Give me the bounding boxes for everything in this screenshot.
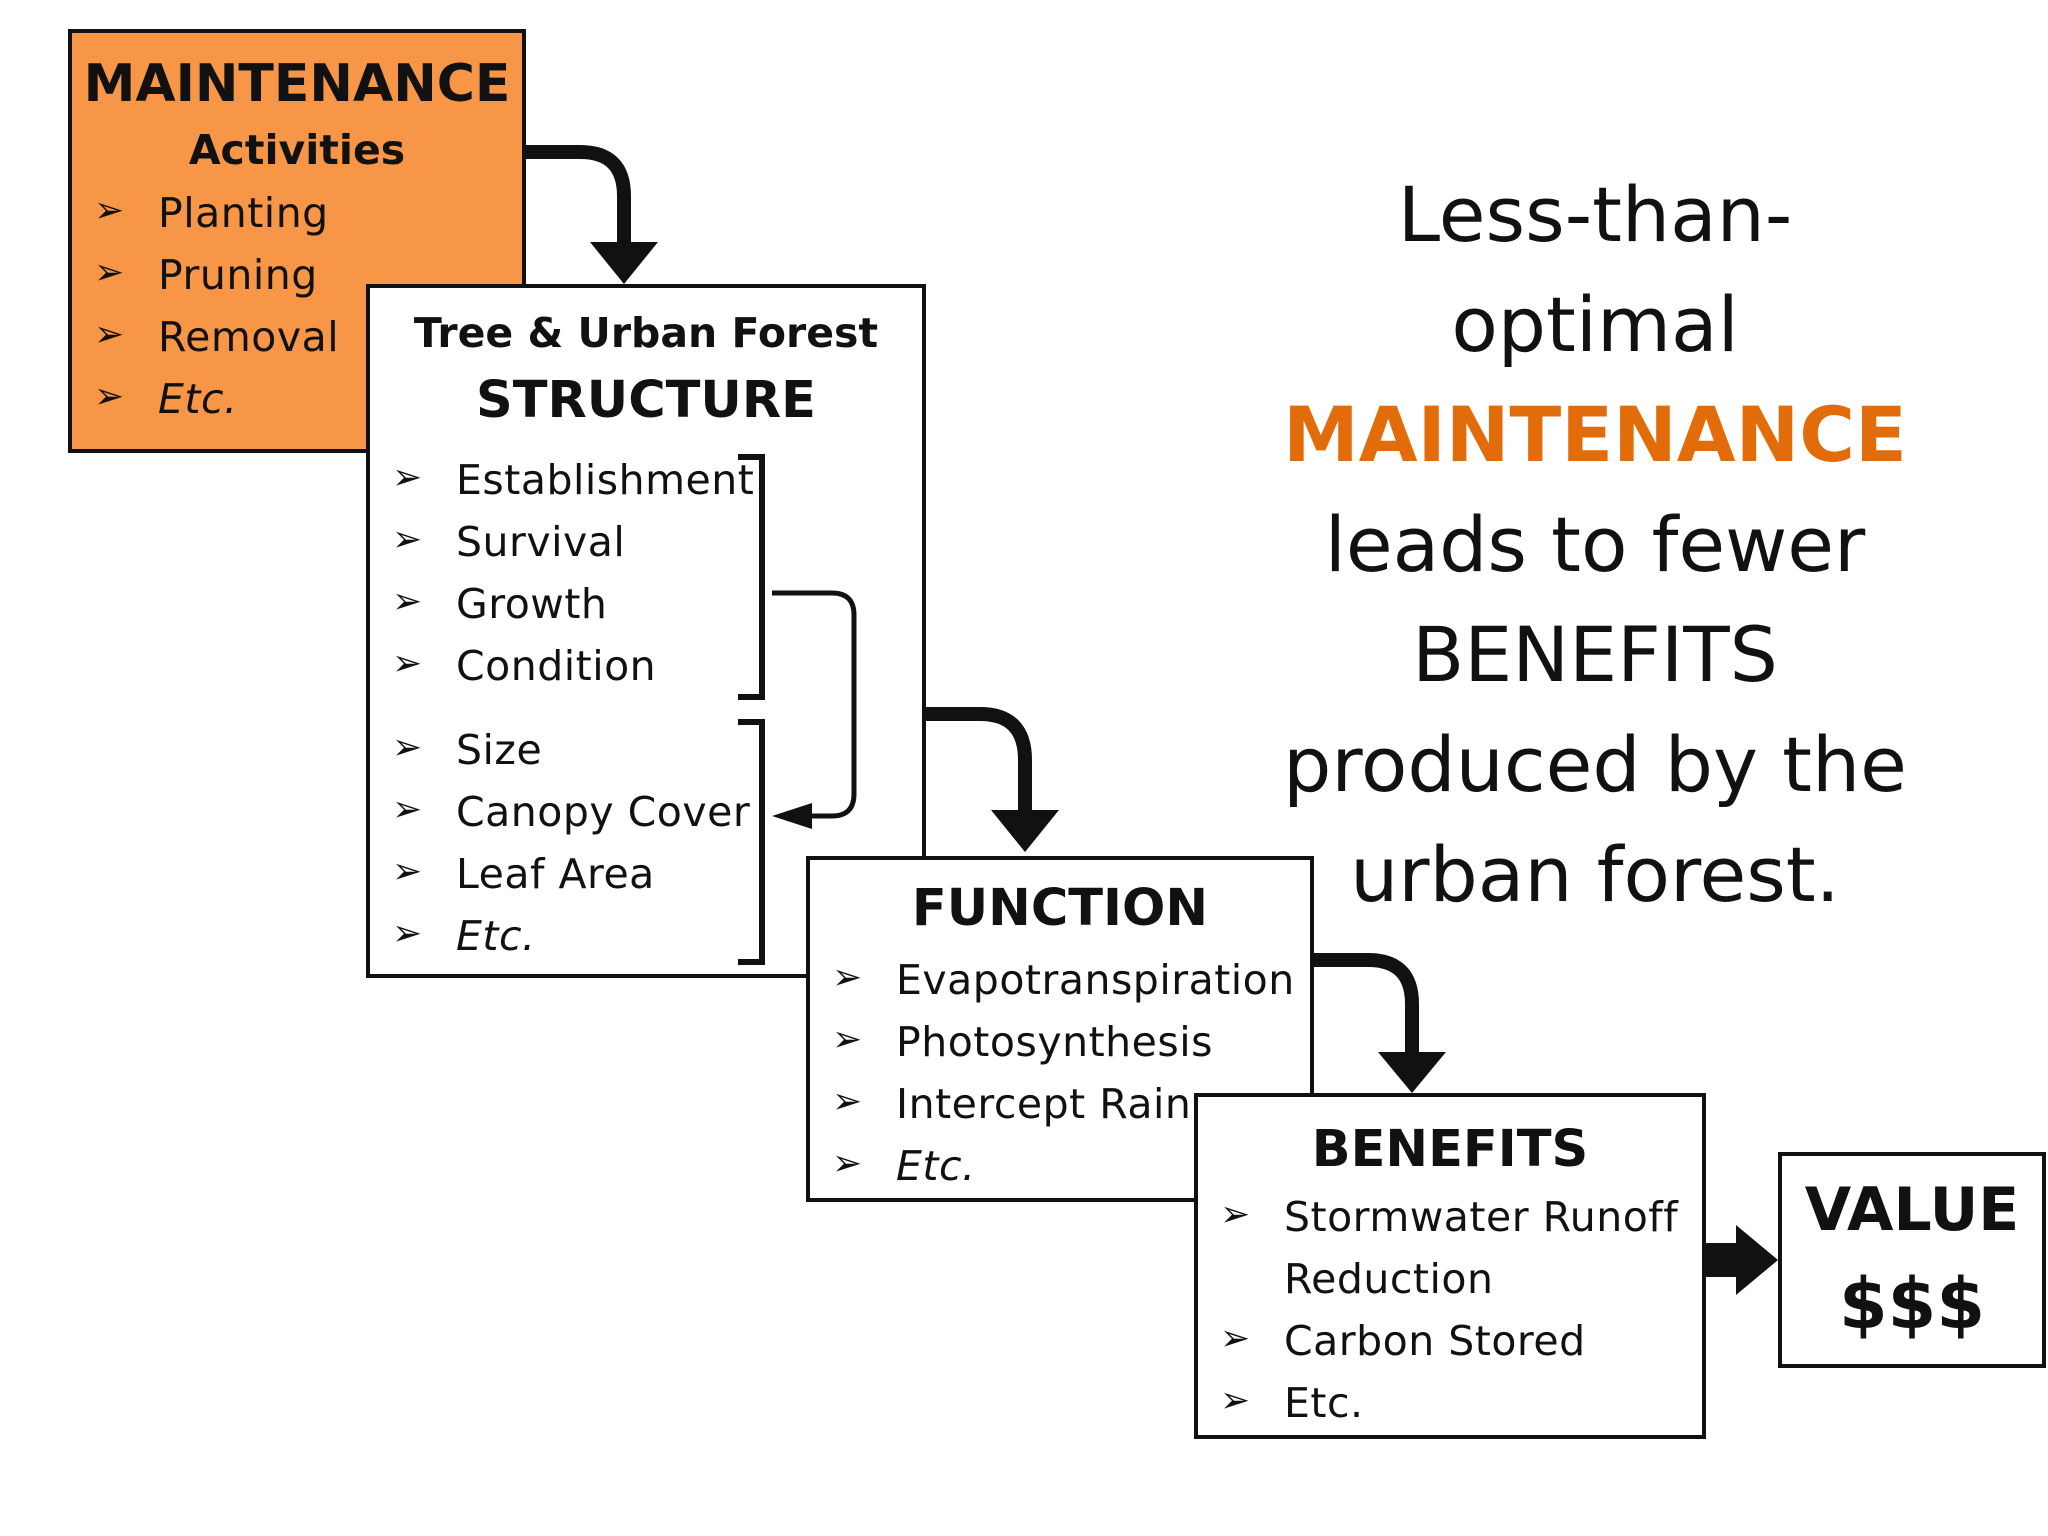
structure-item-leaf-area: Leaf Area (456, 850, 655, 898)
value-symbol: $$$ (1838, 1263, 1986, 1345)
bullet-icon: ➢ (94, 376, 125, 417)
bullet-icon: ➢ (392, 581, 423, 622)
bullet-icon: ➢ (392, 789, 423, 830)
benefits-item-stormwater: Stormwater Runoff (1284, 1193, 1679, 1241)
structure-item-size: Size (456, 726, 543, 774)
arrow-benefits-to-value (1706, 1225, 1778, 1295)
bullet-icon: ➢ (392, 457, 423, 498)
structure-title: Tree & Urban Forest (413, 309, 879, 357)
bracket-group-2 (738, 719, 765, 965)
bullet-icon: ➢ (392, 643, 423, 684)
arrow-feedback (772, 590, 857, 829)
bullet-icon: ➢ (392, 851, 423, 892)
caption-line-7: urban forest. (1350, 830, 1840, 919)
value-box: VALUE $$$ (1778, 1152, 2046, 1368)
caption-line-5: BENEFITS (1412, 610, 1778, 699)
structure-item-growth: Growth (456, 580, 608, 628)
maintenance-subtitle: Activities (188, 126, 406, 174)
caption-line-6: produced by the (1283, 720, 1907, 809)
maintenance-item-etc: Etc. (158, 375, 238, 423)
bullet-icon: ➢ (832, 1019, 863, 1060)
caption-line-1: Less-than- (1397, 170, 1793, 259)
benefits-item-etc: Etc. (1284, 1379, 1364, 1427)
structure-item-survival: Survival (456, 518, 626, 566)
structure-item-canopy-cover: Canopy Cover (456, 788, 751, 836)
structure-subtitle: STRUCTURE (476, 371, 816, 430)
caption-line-2: optimal (1451, 280, 1739, 369)
benefits-item-reduction: Reduction (1284, 1255, 1494, 1303)
caption-highlight: MAINTENANCE (1283, 390, 1907, 479)
bullet-icon: ➢ (1220, 1194, 1251, 1235)
bullet-icon: ➢ (1220, 1318, 1251, 1359)
bullet-icon: ➢ (94, 252, 125, 293)
function-item-evapotranspiration: Evapotranspiration (896, 956, 1295, 1004)
function-item-etc: Etc. (896, 1142, 976, 1190)
function-item-photosynthesis: Photosynthesis (896, 1018, 1213, 1066)
arrow-structure-to-function (926, 707, 1059, 852)
benefits-box: BENEFITS ➢ Stormwater Runoff Reduction ➢… (1194, 1093, 1706, 1439)
bullet-icon: ➢ (832, 1081, 863, 1122)
value-title: VALUE (1804, 1175, 2020, 1245)
bullet-icon: ➢ (832, 957, 863, 998)
bullet-icon: ➢ (392, 727, 423, 768)
structure-item-condition: Condition (456, 642, 657, 690)
bullet-icon: ➢ (392, 519, 423, 560)
maintenance-box: MAINTENANCE Activities ➢ Planting ➢ Prun… (68, 29, 526, 453)
arrow-function-to-benefits (1314, 953, 1446, 1093)
function-item-intercept-rain: Intercept Rain (896, 1080, 1192, 1128)
caption-line-4: leads to fewer (1324, 500, 1866, 589)
bracket-group-1 (738, 454, 765, 700)
maintenance-item-pruning: Pruning (158, 251, 318, 299)
bullet-icon: ➢ (1220, 1380, 1251, 1421)
caption-text: Less-than- optimal MAINTENANCE leads to … (1230, 160, 1960, 930)
structure-item-establishment: Establishment (456, 456, 755, 504)
bullet-icon: ➢ (94, 314, 125, 355)
maintenance-item-planting: Planting (158, 189, 329, 237)
bullet-icon: ➢ (392, 913, 423, 954)
bullet-icon: ➢ (832, 1143, 863, 1184)
maintenance-item-removal: Removal (158, 313, 340, 361)
benefits-item-carbon-stored: Carbon Stored (1284, 1317, 1586, 1365)
structure-item-etc: Etc. (456, 912, 536, 960)
bullet-icon: ➢ (94, 190, 125, 231)
arrow-maintenance-to-structure (526, 145, 658, 284)
benefits-title: BENEFITS (1311, 1120, 1589, 1179)
maintenance-title: MAINTENANCE (83, 54, 511, 114)
function-title: FUNCTION (911, 879, 1209, 938)
